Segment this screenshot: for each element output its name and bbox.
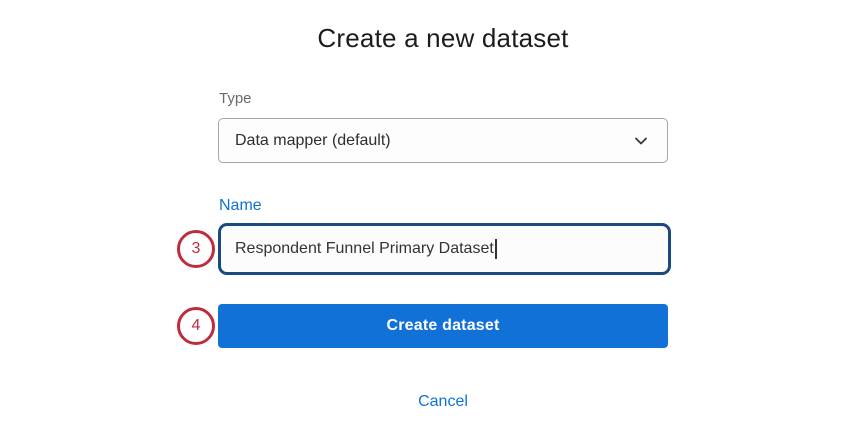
annotation-step-4: 4 xyxy=(177,307,215,345)
cancel-link[interactable]: Cancel xyxy=(418,393,468,410)
chevron-down-icon xyxy=(633,133,649,149)
create-dataset-button[interactable]: Create dataset xyxy=(218,304,668,348)
type-select[interactable]: Data mapper (default) xyxy=(218,118,668,163)
page-title: Create a new dataset xyxy=(317,23,569,53)
name-input[interactable]: Respondent Funnel Primary Dataset xyxy=(218,223,671,275)
annotation-step-4-number: 4 xyxy=(191,317,201,334)
name-field-label: Name xyxy=(219,197,262,214)
annotation-step-3: 3 xyxy=(177,230,215,268)
type-select-value: Data mapper (default) xyxy=(235,131,391,149)
name-input-value: Respondent Funnel Primary Dataset xyxy=(235,240,494,257)
annotation-step-3-number: 3 xyxy=(191,240,201,257)
type-field-label: Type xyxy=(219,90,252,107)
text-cursor xyxy=(494,239,497,259)
